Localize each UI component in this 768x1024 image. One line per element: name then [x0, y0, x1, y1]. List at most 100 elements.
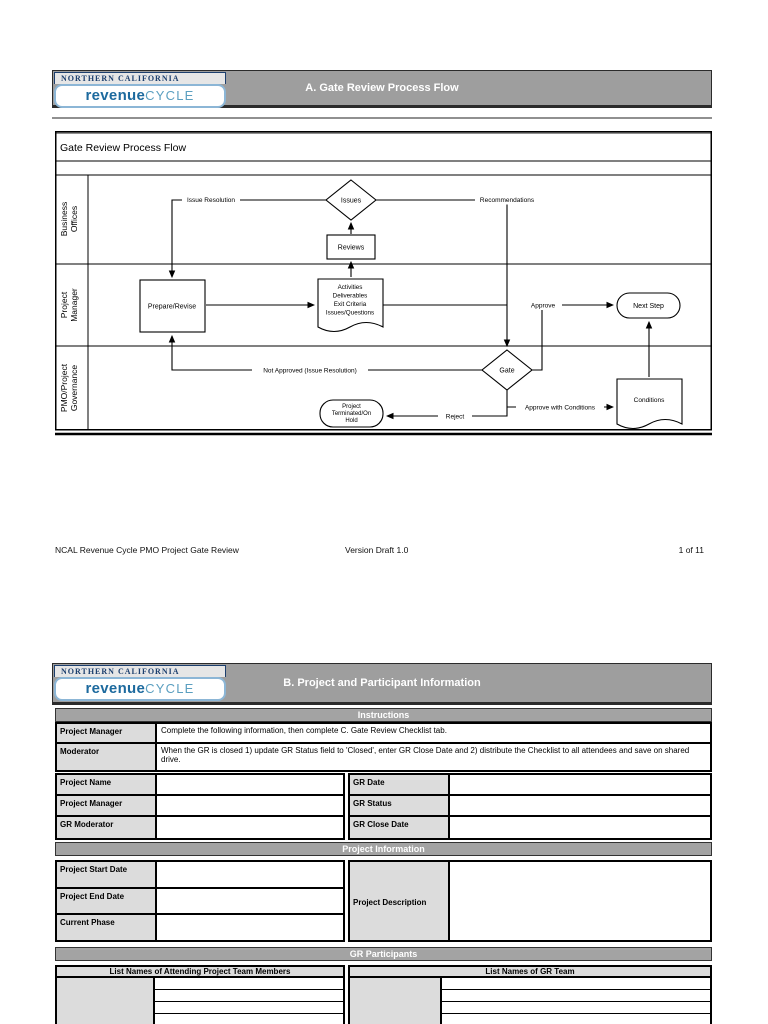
flow-connectors — [168, 199, 653, 420]
project-name-label: Project Name — [57, 775, 157, 794]
participant-row — [442, 990, 710, 1002]
page1-header-bar: A. Gate Review Process Flow NORTHERN CAL… — [52, 70, 712, 108]
table-row: GR Date — [350, 775, 710, 796]
label-approve-with-conditions: Approve with Conditions — [525, 405, 596, 412]
logo-cycle-text: CYCLE — [145, 88, 195, 103]
gr-team-body — [348, 978, 712, 1024]
terminated-line-2: Terminated/On — [332, 411, 371, 417]
project-information-grid: Project Start Date Project End Date Curr… — [55, 860, 712, 942]
reviews-label: Reviews — [338, 245, 365, 252]
current-phase-field — [157, 915, 343, 941]
table-row: Project End Date — [57, 888, 343, 916]
gr-close-date-field — [450, 817, 710, 838]
next-step-label: Next Step — [633, 303, 664, 310]
conditions-label: Conditions — [634, 397, 665, 404]
lane-business-offices-1: Business — [59, 202, 69, 237]
lane-pmo-governance-2: Governance — [69, 365, 79, 412]
gr-moderator-label: GR Moderator — [57, 817, 157, 838]
deliverables-line-3: Exit Criteria — [334, 301, 367, 308]
page2-title: B. Project and Participant Information — [283, 677, 481, 689]
lane-labels: Business Offices Project Manager PMO/Pro… — [59, 202, 79, 412]
edge-issue-resolution — [168, 199, 326, 279]
revenue-cycle-logo: NORTHERN CALIFORNIA revenueCYCLE — [54, 72, 228, 108]
instruction-text-moderator: When the GR is closed 1) update GR Statu… — [157, 744, 710, 770]
logo-wordmark: revenueCYCLE — [54, 677, 226, 701]
label-recommendations: Recommendations — [480, 197, 535, 204]
prepare-revise-box — [139, 279, 206, 333]
project-start-date-field — [157, 862, 343, 887]
process-flow-diagram: Gate Review Process Flow Business Office… — [55, 131, 712, 436]
table-row: Current Phase — [57, 915, 343, 941]
flow-nodes — [139, 179, 683, 430]
table-row: GR Status — [350, 796, 710, 817]
table-row: Moderator When the GR is closed 1) updat… — [57, 744, 710, 770]
info-left-column: Project Start Date Project End Date Curr… — [55, 860, 345, 942]
form-left-column: Project Name Project Manager GR Moderato… — [55, 773, 345, 840]
edge-approve-to-next-step — [532, 301, 615, 371]
logo-revenue-text: revenue — [85, 87, 146, 104]
table-row: Project Start Date — [57, 862, 343, 889]
gr-close-date-label: GR Close Date — [350, 817, 450, 838]
terminated-line-1: Project — [342, 404, 361, 410]
form-right-column: GR Date GR Status GR Close Date — [348, 773, 712, 840]
project-information-section-bar: Project Information — [55, 842, 712, 856]
lane-business-offices-2: Offices — [69, 206, 79, 232]
page-1: A. Gate Review Process Flow NORTHERN CAL… — [52, 70, 712, 630]
participant-row — [155, 1014, 343, 1024]
terminated-line-3: Hold — [345, 418, 357, 424]
table-row: Project Manager — [57, 796, 343, 817]
info-right-column: Project Description — [348, 860, 712, 942]
gr-participants-section-bar: GR Participants — [55, 947, 712, 961]
reviews-box — [326, 234, 376, 260]
gr-date-field — [450, 775, 710, 794]
footer-version: Version Draft 1.0 — [345, 545, 409, 555]
logo-cycle-text: CYCLE — [145, 681, 195, 696]
label-not-approved: Not Approved (Issue Resolution) — [263, 368, 357, 375]
participant-row — [442, 1014, 710, 1024]
project-description-field — [450, 862, 710, 940]
project-form-grid: Project Name Project Manager GR Moderato… — [55, 773, 712, 840]
label-reject: Reject — [446, 414, 465, 421]
page2-header-bar: B. Project and Participant Information N… — [52, 663, 712, 705]
conditions-document — [616, 378, 683, 430]
participants-tables: List Names of Attending Project Team Mem… — [55, 965, 712, 1024]
gr-date-label: GR Date — [350, 775, 450, 794]
project-team-members-header: List Names of Attending Project Team Mem… — [55, 965, 345, 978]
gr-team-header: List Names of GR Team — [348, 965, 712, 978]
header-shadow-line — [52, 117, 712, 119]
project-end-date-field — [157, 888, 343, 914]
lane-project-manager-1: Project — [59, 291, 69, 318]
project-start-date-label: Project Start Date — [57, 862, 157, 887]
lane-project-manager-2: Manager — [69, 288, 79, 322]
table-row: GR Close Date — [350, 817, 710, 838]
issues-label: Issues — [341, 198, 362, 205]
participants-rows — [155, 978, 343, 1024]
participants-side-cell — [350, 978, 442, 1024]
edge-labels: Issue Resolution Recommendations Approve… — [182, 194, 604, 421]
logo-region-label: NORTHERN CALIFORNIA — [54, 665, 226, 677]
label-issue-resolution: Issue Resolution — [187, 197, 235, 204]
instructions-table: Project Manager Complete the following i… — [55, 722, 712, 772]
participants-rows — [442, 978, 710, 1024]
revenue-cycle-logo: NORTHERN CALIFORNIA revenueCYCLE — [54, 665, 228, 701]
terminated-terminator — [319, 399, 384, 428]
label-approve: Approve — [531, 303, 556, 310]
footer-document-name: NCAL Revenue Cycle PMO Project Gate Revi… — [55, 545, 239, 555]
table-row: GR Moderator — [57, 817, 343, 838]
prepare-revise-label: Prepare/Revise — [148, 304, 196, 311]
project-team-members-table: List Names of Attending Project Team Mem… — [55, 965, 345, 1024]
project-description-label: Project Description — [350, 862, 450, 940]
participant-row — [155, 1002, 343, 1014]
participants-side-cell — [57, 978, 155, 1024]
diagram-title: Gate Review Process Flow — [60, 142, 186, 154]
logo-wordmark: revenueCYCLE — [54, 84, 226, 108]
gr-status-label: GR Status — [350, 796, 450, 815]
deliverables-line-4: Issues/Questions — [326, 310, 374, 317]
project-manager-field — [157, 796, 343, 815]
project-team-members-body — [55, 978, 345, 1024]
project-manager-label: Project Manager — [57, 796, 157, 815]
edge-not-approved — [168, 334, 482, 371]
participant-row — [155, 978, 343, 990]
logo-region-label: NORTHERN CALIFORNIA — [54, 72, 226, 84]
